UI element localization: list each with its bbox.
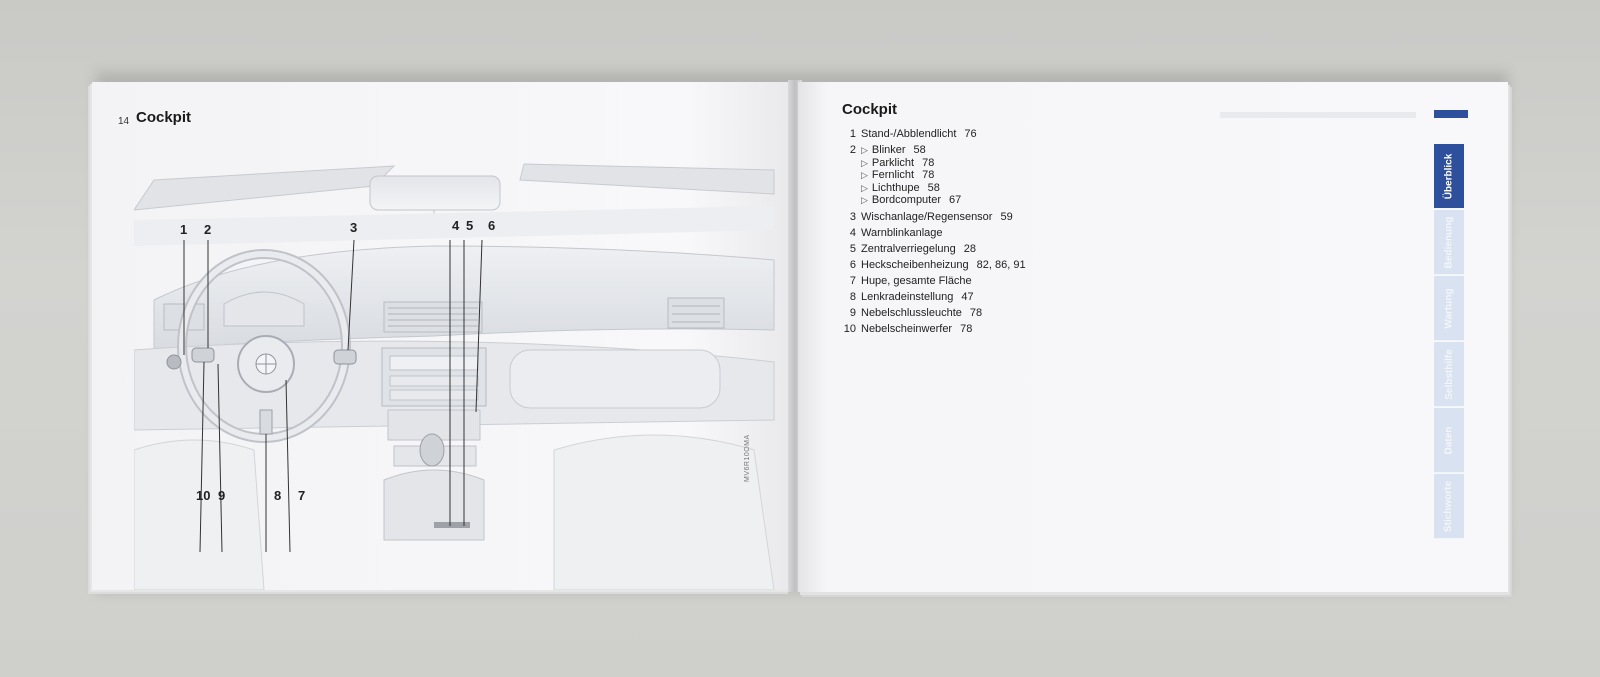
triangle-bullet-icon: ▷: [861, 195, 868, 206]
triangle-bullet-icon: ▷: [861, 170, 868, 181]
legend-text: Warnblinkanlage: [861, 226, 943, 239]
legend-page-ref: 58: [913, 144, 926, 156]
legend-item: 10 Nebelscheinwerfer 78: [838, 323, 1238, 335]
callout-label: 1: [180, 222, 188, 237]
legend-number: 2: [849, 144, 856, 156]
callout-label: 8: [274, 488, 282, 503]
right-page-heading: Cockpit: [842, 101, 898, 118]
legend-subitem: ▷Bordcomputer 67: [861, 194, 961, 207]
legend-item: 7 Hupe, gesamte Fläche: [838, 275, 1238, 287]
legend-page-ref: 28: [963, 242, 977, 255]
image-code: MV6R10OMA: [744, 434, 751, 482]
tab-label: Daten: [1443, 426, 1455, 454]
legend-text: Lenkradeinstellung: [861, 290, 954, 303]
tab-label: Wartung: [1443, 287, 1455, 329]
callout-label: 5: [466, 218, 474, 233]
callout-label: 4: [452, 218, 460, 233]
legend-item: 5 Zentralverriegelung 28: [838, 243, 1238, 255]
tab-selbsthilfe[interactable]: Selbsthilfe: [1434, 342, 1464, 407]
tab-daten[interactable]: Daten: [1434, 408, 1464, 473]
legend-number: 4: [849, 226, 856, 239]
cockpit-illustration: [134, 163, 775, 590]
legend-number: 5: [849, 242, 856, 255]
legend-number: 3: [849, 210, 856, 223]
legend-item: 6 Heckscheibenheizung 82, 86, 91: [838, 259, 1238, 271]
legend-page-ref: 78: [969, 306, 983, 319]
triangle-bullet-icon: ▷: [861, 145, 868, 155]
left-page-heading: Cockpit: [136, 109, 192, 126]
left-page-number: 14: [118, 116, 130, 127]
legend-number: 9: [849, 306, 856, 319]
tab-label: Selbsthilfe: [1443, 348, 1455, 400]
triangle-bullet-icon: ▷: [861, 157, 868, 168]
legend-page-ref: 58: [927, 181, 940, 194]
faint-header-rule: [1220, 112, 1416, 118]
legend-text: Nebelschlussleuchte: [861, 306, 962, 319]
legend-subitem: ▷Fernlicht 78: [861, 169, 961, 182]
legend-subitem: ▷Blinker 58: [861, 144, 961, 157]
tab-label: Stichworte: [1443, 480, 1455, 532]
legend-page-ref: 47: [961, 290, 974, 303]
callout-label: 7: [298, 488, 306, 503]
legend-text: Hupe, gesamte Fläche: [861, 274, 972, 287]
tab-label: Überblick: [1443, 153, 1455, 199]
legend-text: Stand-/Abblendlicht: [861, 128, 957, 140]
legend-item: 3 Wischanlage/Regensensor 59: [838, 211, 1238, 223]
triangle-bullet-icon: ▷: [861, 182, 868, 193]
callout-label: 6: [488, 218, 496, 233]
legend-text: Fernlicht: [871, 169, 915, 182]
callout-label: 10: [196, 488, 211, 503]
left-page: 14 Cockpit: [92, 82, 792, 590]
legend-item: 9 Nebelschlussleuchte 78: [838, 307, 1238, 319]
legend-number: 1: [849, 128, 856, 140]
section-tabs: Überblick Bedienung Wartung Selbsthilfe …: [1434, 144, 1464, 592]
legend-number: 7: [849, 274, 856, 287]
callout-label: 3: [350, 220, 358, 235]
legend-item: 8 Lenkradeinstellung 47: [838, 291, 1238, 303]
legend-text: Bordcomputer: [871, 194, 942, 207]
legend-number: 6: [849, 258, 856, 271]
legend-text: Lichthupe: [871, 181, 920, 194]
legend-text: Nebelscheinwerfer: [861, 322, 953, 335]
legend-page-ref: 78: [960, 322, 973, 335]
legend-page-ref: 67: [949, 194, 962, 207]
legend-page-ref: 78: [922, 156, 935, 169]
callout-label: 2: [204, 222, 212, 237]
legend-item: 4 Warnblinkanlage: [838, 227, 1238, 239]
legend-page-ref: 78: [922, 169, 935, 182]
legend-text: Heckscheibenheizung: [861, 258, 969, 271]
legend-number: 10: [843, 322, 856, 335]
legend-subitem: ▷Parklicht 78: [861, 157, 961, 170]
legend-text: Zentralverriegelung: [861, 242, 956, 255]
tab-label: Bedienung: [1443, 216, 1455, 268]
tab-stichworte[interactable]: Stichworte: [1434, 474, 1464, 539]
legend-item: 1 Stand-/Abblendlicht 76: [838, 128, 1238, 140]
tab-ueberblick[interactable]: Überblick: [1434, 144, 1464, 209]
legend-text: Wischanlage/Regensensor: [861, 210, 993, 223]
tab-bedienung[interactable]: Bedienung: [1434, 210, 1464, 275]
tab-wartung[interactable]: Wartung: [1434, 276, 1464, 341]
legend-subitem: ▷Lichthupe 58: [861, 182, 961, 195]
legend-text: Parklicht: [871, 156, 915, 169]
legend-text: Blinker: [871, 144, 906, 156]
legend-number: 8: [849, 290, 856, 303]
legend-page-ref: 82, 86, 91: [976, 258, 1026, 271]
legend-page-ref: 76: [964, 128, 977, 140]
right-page: Cockpit 15 1 Stand-/Abblendlicht 76 2 ▷B…: [798, 82, 1508, 592]
section-marker: [1434, 110, 1468, 118]
legend-page-ref: 59: [1000, 210, 1013, 223]
callout-label: 9: [218, 488, 226, 503]
